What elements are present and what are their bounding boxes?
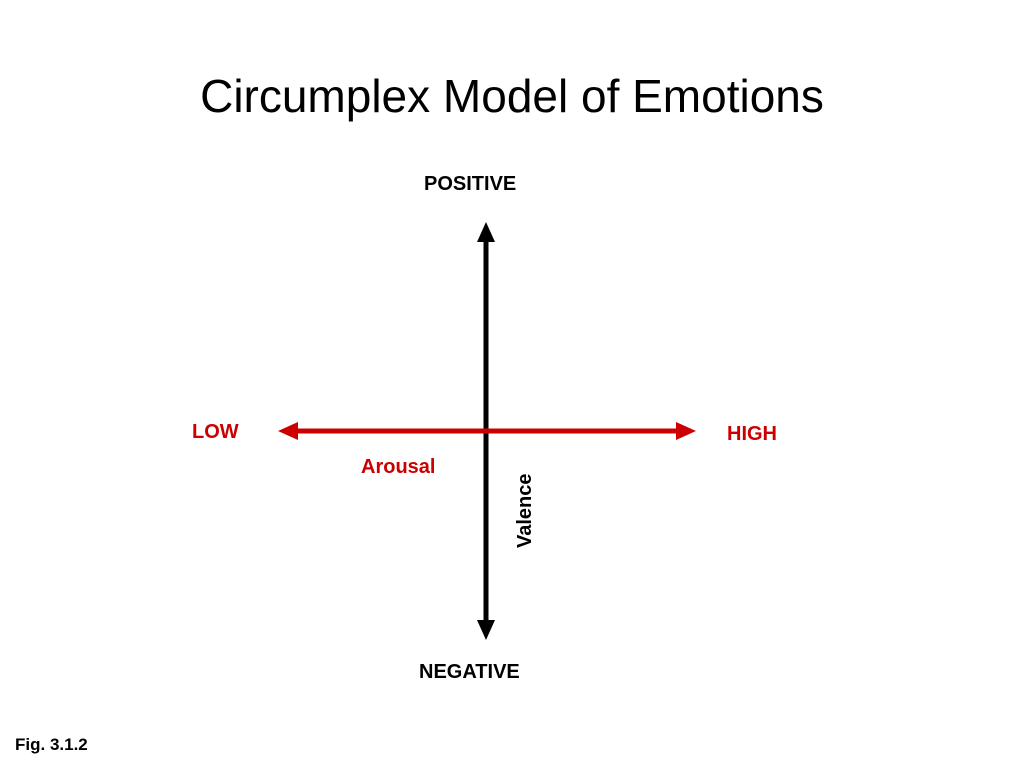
high-label: HIGH: [727, 423, 777, 445]
arousal-axis: [278, 422, 696, 440]
arousal-axis-left-arrow: [278, 422, 298, 440]
positive-label: POSITIVE: [424, 173, 517, 195]
valence-axis-down-arrow: [477, 620, 495, 640]
arousal-axis-name: Arousal: [361, 456, 436, 478]
valence-axis-up-arrow: [477, 222, 495, 242]
slide-title: Circumplex Model of Emotions: [200, 70, 824, 122]
figure-caption: Fig. 3.1.2: [15, 735, 88, 754]
low-label: LOW: [192, 421, 239, 443]
negative-label: NEGATIVE: [419, 661, 520, 683]
valence-axis-name: Valence: [514, 473, 536, 548]
arousal-axis-right-arrow: [676, 422, 696, 440]
